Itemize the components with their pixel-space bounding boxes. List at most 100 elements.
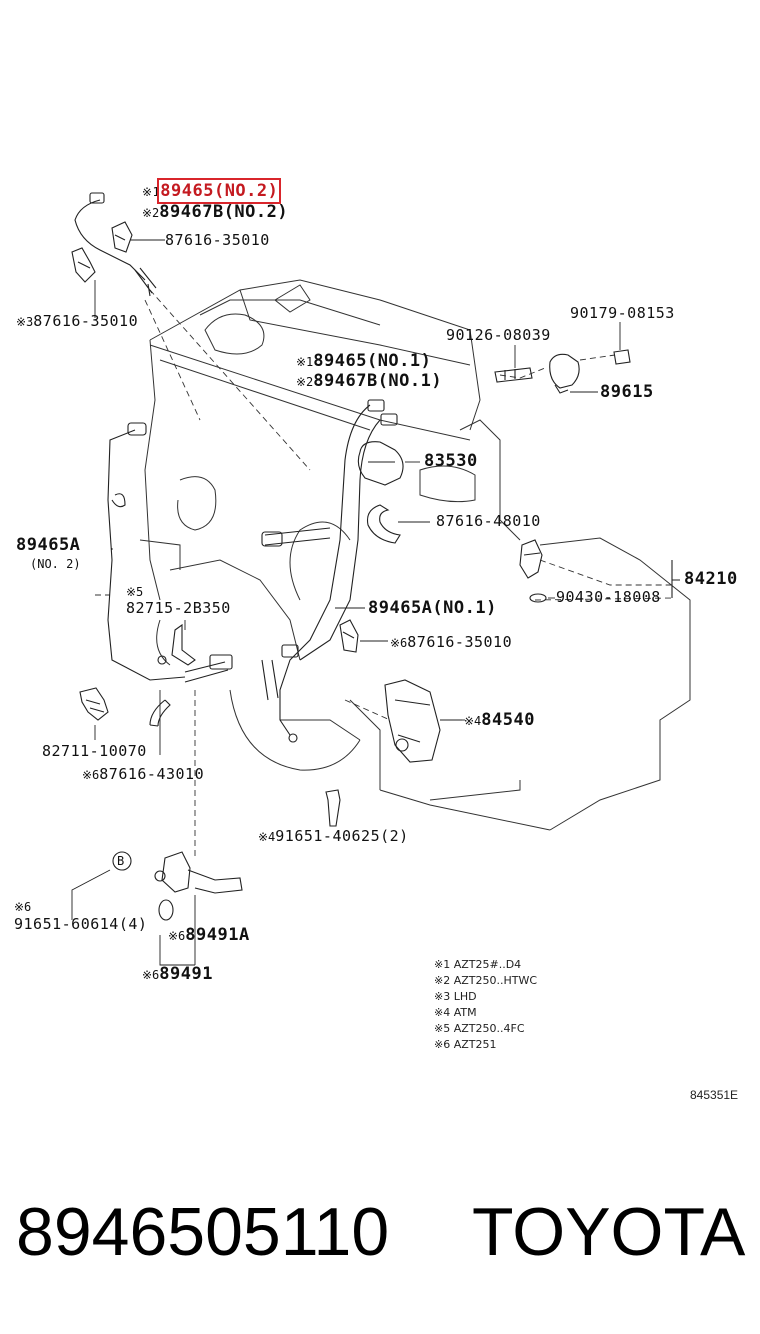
note-mark: ※4 xyxy=(434,1006,451,1019)
callout-89491a[interactable]: ※689491A xyxy=(168,927,250,944)
note-text: AZT251 xyxy=(453,1038,497,1051)
callout-text[interactable]: 82711-10070 xyxy=(42,742,147,760)
callout-89467b-no2[interactable]: ※289467B(NO.2) xyxy=(142,204,288,221)
note-row: ※5 AZT250..4FC xyxy=(434,1023,525,1034)
note-row: ※6 AZT251 xyxy=(434,1039,497,1050)
callout-text-highlighted[interactable]: 89465(NO.2) xyxy=(157,178,282,204)
callout-90126-08039[interactable]: 90126-08039 xyxy=(446,328,551,343)
note-mark: ※5 xyxy=(434,1022,451,1035)
switch-84540 xyxy=(384,679,441,763)
callout-mark: ※4 xyxy=(258,830,276,844)
callout-mark: ※6 xyxy=(142,968,160,982)
clamp-87616-35010-left xyxy=(71,247,96,283)
oxygen-sensor-no2 xyxy=(74,192,157,297)
callout-mark: ※6 xyxy=(14,900,32,914)
note-mark: ※6 xyxy=(434,1038,451,1051)
callout-text[interactable]: 83530 xyxy=(424,451,478,471)
gasket-90430-18008 xyxy=(529,593,547,603)
circle-b-label: B xyxy=(117,854,125,868)
callout-text[interactable]: 87616-35010 xyxy=(33,312,139,330)
callout-text[interactable]: 89465(NO.1) xyxy=(313,351,432,371)
note-text: LHD xyxy=(453,990,477,1003)
cap-90179-08153 xyxy=(613,349,631,365)
callout-text[interactable]: 90179-08153 xyxy=(570,304,675,322)
oxygen-sensor-no1 xyxy=(261,399,398,743)
callout-mark: ※3 xyxy=(16,315,34,329)
callout-text[interactable]: 89491A xyxy=(185,925,250,945)
drawing-code: 845351E xyxy=(690,1088,739,1102)
note-text: AZT250..4FC xyxy=(453,1022,525,1035)
callout-89465a-no1[interactable]: 89465A(NO.1) xyxy=(368,600,497,617)
note-mark: ※2 xyxy=(434,974,451,987)
brand-name: TOYOTA xyxy=(472,1194,746,1270)
callout-text[interactable]: 89467B(NO.1) xyxy=(313,371,443,391)
note-row: ※3 LHD xyxy=(434,991,477,1002)
callout-89465a-no2: (NO. 2) xyxy=(30,558,81,570)
callout-text[interactable]: 87616-35010 xyxy=(165,231,270,249)
callout-87616-48010[interactable]: 87616-48010 xyxy=(436,514,541,529)
callout-text[interactable]: 84540 xyxy=(481,710,535,730)
callout-text[interactable]: 91651-60614(4) xyxy=(14,915,148,933)
note-row: ※1 AZT25#..D4 xyxy=(434,959,521,970)
callout-87616-43010[interactable]: ※687616-43010 xyxy=(82,766,204,782)
bracket-82715-2b350 xyxy=(157,623,196,666)
callout-mark: ※5 xyxy=(126,585,144,599)
callout-text[interactable]: 89467B(NO.2) xyxy=(159,202,289,222)
callout-89491[interactable]: ※689491 xyxy=(142,966,213,983)
callout-87616-35010-c[interactable]: ※687616-35010 xyxy=(390,634,512,650)
clamp-82711-10070 xyxy=(79,687,109,721)
callout-text[interactable]: 82715-2B350 xyxy=(126,599,231,617)
clip-87616-48010 xyxy=(366,504,401,544)
callout-89467b-no1[interactable]: ※289467B(NO.1) xyxy=(296,373,442,390)
callout-87616-35010-b[interactable]: ※387616-35010 xyxy=(16,313,138,329)
callout-89615[interactable]: 89615 xyxy=(600,384,654,401)
note-mark: ※3 xyxy=(434,990,451,1003)
leader-lines xyxy=(71,239,621,966)
bolt-90126-08039 xyxy=(494,367,533,383)
callout-text[interactable]: 87616-48010 xyxy=(436,512,541,530)
sensor-84210 xyxy=(519,539,543,579)
dashed-leaders xyxy=(95,289,673,860)
part-number: 8946505110 xyxy=(16,1194,390,1270)
clamp-87616-35010-top xyxy=(111,221,133,253)
note-text: AZT250..HTWC xyxy=(453,974,538,987)
note-row: ※4 ATM xyxy=(434,1007,477,1018)
callout-mark: ※1 xyxy=(296,355,314,369)
sensor-89491-assembly xyxy=(154,851,243,921)
callout-89465-no2[interactable]: ※189465(NO.2) xyxy=(142,178,282,204)
callout-text[interactable]: 89465A xyxy=(16,535,81,555)
callout-text[interactable]: 89491 xyxy=(159,964,213,984)
callout-mark: ※6 xyxy=(82,768,100,782)
note-mark: ※1 xyxy=(434,958,451,971)
callout-90179-08153[interactable]: 90179-08153 xyxy=(570,306,675,321)
callout-91651-60614[interactable]: 91651-60614(4) xyxy=(14,917,147,932)
callout-87616-35010-a[interactable]: 87616-35010 xyxy=(165,233,270,248)
bracket-84210 xyxy=(671,560,680,598)
callout-84540[interactable]: ※484540 xyxy=(464,712,535,729)
callout-mark: ※4 xyxy=(464,714,482,728)
callout-text[interactable]: 89615 xyxy=(600,382,654,402)
callout-89465a[interactable]: 89465A xyxy=(16,537,80,554)
callout-text[interactable]: 87616-43010 xyxy=(99,765,205,783)
callout-82715-2b350[interactable]: 82715-2B350 xyxy=(126,601,231,616)
callout-text[interactable]: 91651-40625(2) xyxy=(275,827,409,845)
callout-mark: ※2 xyxy=(296,375,314,389)
callout-83530[interactable]: 83530 xyxy=(424,453,478,470)
bolt-91651-40625 xyxy=(325,789,341,827)
callout-82711-10070[interactable]: 82711-10070 xyxy=(42,744,147,759)
clamp-87616-43010 xyxy=(149,699,171,727)
callout-text[interactable]: 89465A(NO.1) xyxy=(368,598,497,618)
callout-text[interactable]: 87616-35010 xyxy=(407,633,513,651)
callout-84210[interactable]: 84210 xyxy=(684,571,738,588)
callout-90430-18008[interactable]: 90430-18008 xyxy=(556,590,661,605)
callout-text[interactable]: 84210 xyxy=(684,569,738,589)
pressure-switch-83530 xyxy=(357,441,404,486)
callout-89465-no1[interactable]: ※189465(NO.1) xyxy=(296,353,431,370)
callout-text[interactable]: 90430-18008 xyxy=(556,588,661,606)
callout-91651-40625[interactable]: ※491651-40625(2) xyxy=(258,828,409,844)
callout-mark-82715: ※5 xyxy=(126,586,143,598)
note-row: ※2 AZT250..HTWC xyxy=(434,975,537,986)
note-text: ATM xyxy=(453,1006,477,1019)
callout-text[interactable]: 90126-08039 xyxy=(446,326,551,344)
